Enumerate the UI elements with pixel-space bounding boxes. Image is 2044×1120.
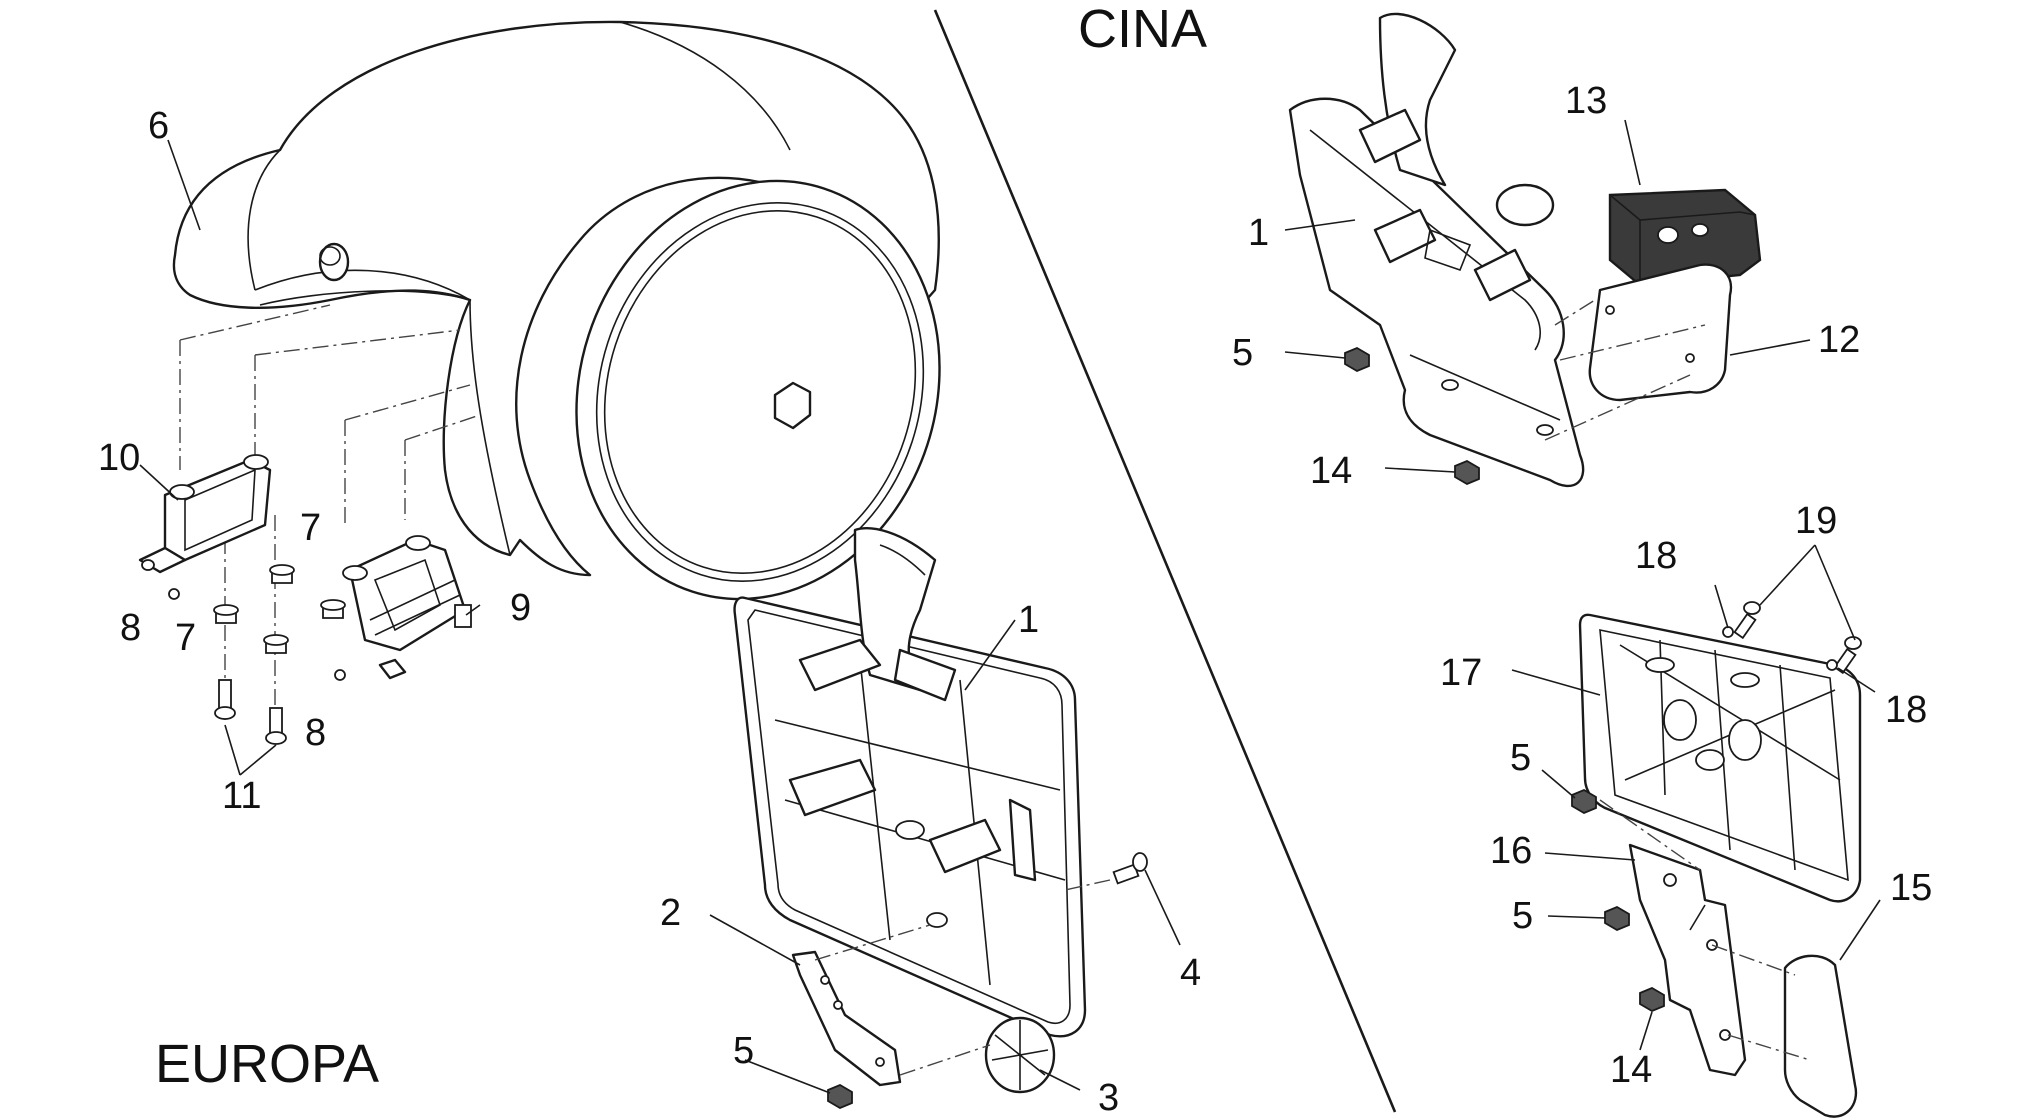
plate-holder-europa: [733, 527, 1087, 1038]
callout-8-b: 8: [305, 712, 326, 754]
callout-11: 11: [222, 775, 261, 817]
callout-2: 2: [660, 892, 681, 934]
callout-14-cina: 14: [1310, 450, 1352, 492]
callout-18-a: 18: [1635, 535, 1677, 577]
callout-4: 4: [1180, 952, 1201, 994]
nuts-cina: [1344, 346, 1480, 486]
callout-5-europa: 5: [733, 1030, 754, 1072]
screw-4: [1064, 852, 1148, 891]
callout-9: 9: [510, 587, 531, 629]
nut-5-left: [827, 1083, 853, 1110]
callout-5-cina: 5: [1232, 332, 1253, 374]
region-label-europa: EUROPA: [155, 1034, 379, 1094]
callout-16: 16: [1490, 830, 1532, 872]
callout-5-right-a: 5: [1510, 737, 1531, 779]
callout-1-cina: 1: [1248, 212, 1269, 254]
region-label-cina: CINA: [1078, 0, 1207, 59]
region-divider: [933, 9, 1397, 1113]
callout-3: 3: [1098, 1077, 1119, 1119]
bracket-9: [342, 535, 472, 680]
callout-5-right-b: 5: [1512, 895, 1533, 937]
callout-7-a: 7: [300, 507, 321, 549]
leader-lines: [139, 119, 1881, 1094]
bracket-10: [138, 454, 272, 574]
callout-17: 17: [1440, 652, 1482, 694]
callout-8-a: 8: [120, 607, 141, 649]
callout-labels: 6 10 7 8 7 9 8 11 1 4 2 3 5 1 5 14 13 12…: [98, 0, 1932, 1119]
callout-10: 10: [98, 437, 140, 479]
plate-17: [1578, 613, 1862, 903]
nuts-right: [1571, 788, 1665, 1013]
lens-12: [1544, 263, 1733, 441]
hardware-left: [168, 564, 346, 745]
callout-7-b: 7: [175, 617, 196, 659]
callout-1-europa: 1: [1018, 599, 1039, 641]
callout-14-right: 14: [1610, 1049, 1652, 1091]
reflector-15: [1711, 944, 1858, 1118]
reflector-3: [899, 1016, 1056, 1094]
callout-6: 6: [148, 105, 169, 147]
bracket-16: [1599, 799, 1747, 1077]
bracket-strip-2: [791, 924, 931, 1087]
plate-holder-cina: [1288, 12, 1585, 487]
rear-fender: [172, 20, 941, 601]
callout-13: 13: [1565, 80, 1607, 122]
callout-15: 15: [1890, 867, 1932, 909]
lamp-13: [1608, 188, 1762, 287]
callout-18-b: 18: [1885, 689, 1927, 731]
callout-19: 19: [1795, 500, 1837, 542]
callout-12: 12: [1818, 319, 1860, 361]
